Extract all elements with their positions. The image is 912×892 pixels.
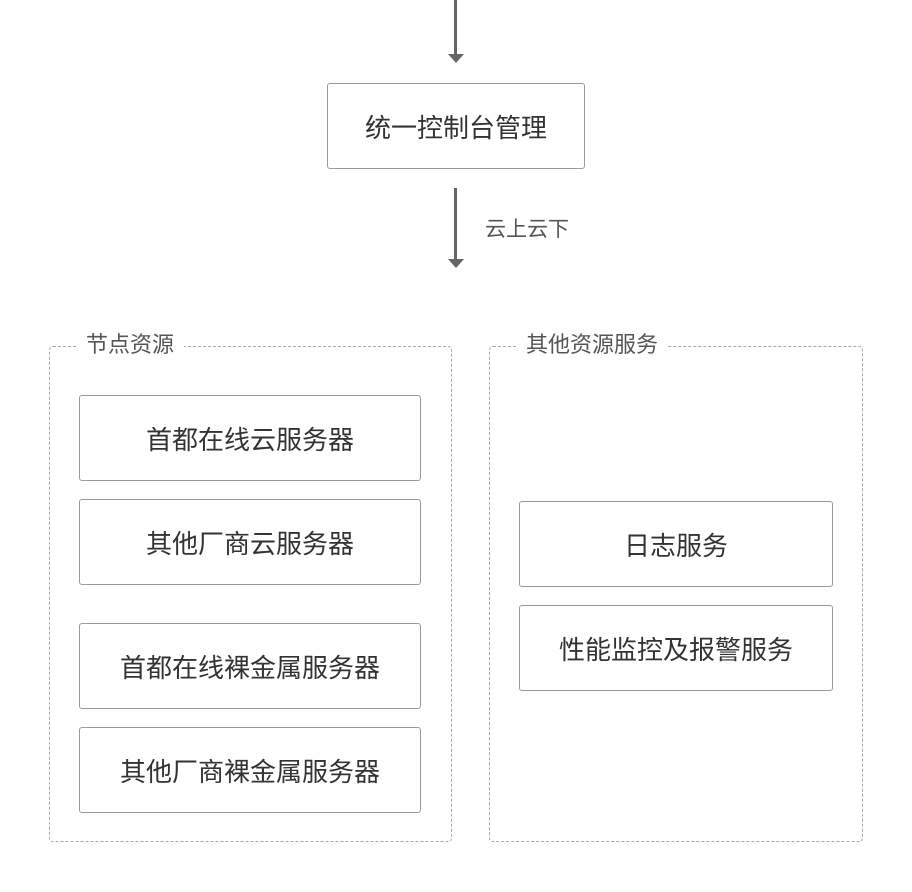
log-service-label: 日志服务 (623, 531, 728, 562)
capital-online-bare-metal-box[interactable]: 首都在线裸金属服务器 (79, 623, 421, 709)
monitoring-alert-service-label: 性能监控及报警服务 (558, 635, 793, 666)
capital-online-cloud-server-box[interactable]: 首都在线云服务器 (79, 395, 421, 481)
other-vendor-cloud-server-box[interactable]: 其他厂商云服务器 (79, 499, 421, 585)
other-vendor-bare-metal-box[interactable]: 其他厂商裸金属服务器 (79, 727, 421, 813)
middle-arrow-line (454, 188, 457, 260)
monitoring-alert-service-box[interactable]: 性能监控及报警服务 (519, 605, 833, 691)
top-arrow-line (454, 0, 457, 55)
capital-online-cloud-server-label: 首都在线云服务器 (145, 425, 354, 456)
unified-console-box[interactable]: 统一控制台管理 (327, 83, 585, 169)
capital-online-bare-metal-label: 首都在线裸金属服务器 (119, 653, 380, 684)
cloud-onoff-label: 云上云下 (485, 217, 569, 241)
unified-console-label: 统一控制台管理 (364, 113, 547, 144)
node-resources-group: 节点资源 (49, 331, 452, 842)
other-vendor-bare-metal-label: 其他厂商裸金属服务器 (119, 757, 380, 788)
other-vendor-cloud-server-label: 其他厂商云服务器 (145, 529, 354, 560)
node-resources-title: 节点资源 (76, 331, 185, 361)
other-services-group: 其他资源服务 (489, 331, 863, 842)
other-services-title: 其他资源服务 (516, 331, 669, 361)
top-arrow-head (448, 54, 464, 63)
log-service-box[interactable]: 日志服务 (519, 501, 833, 587)
middle-arrow-head (448, 259, 464, 268)
